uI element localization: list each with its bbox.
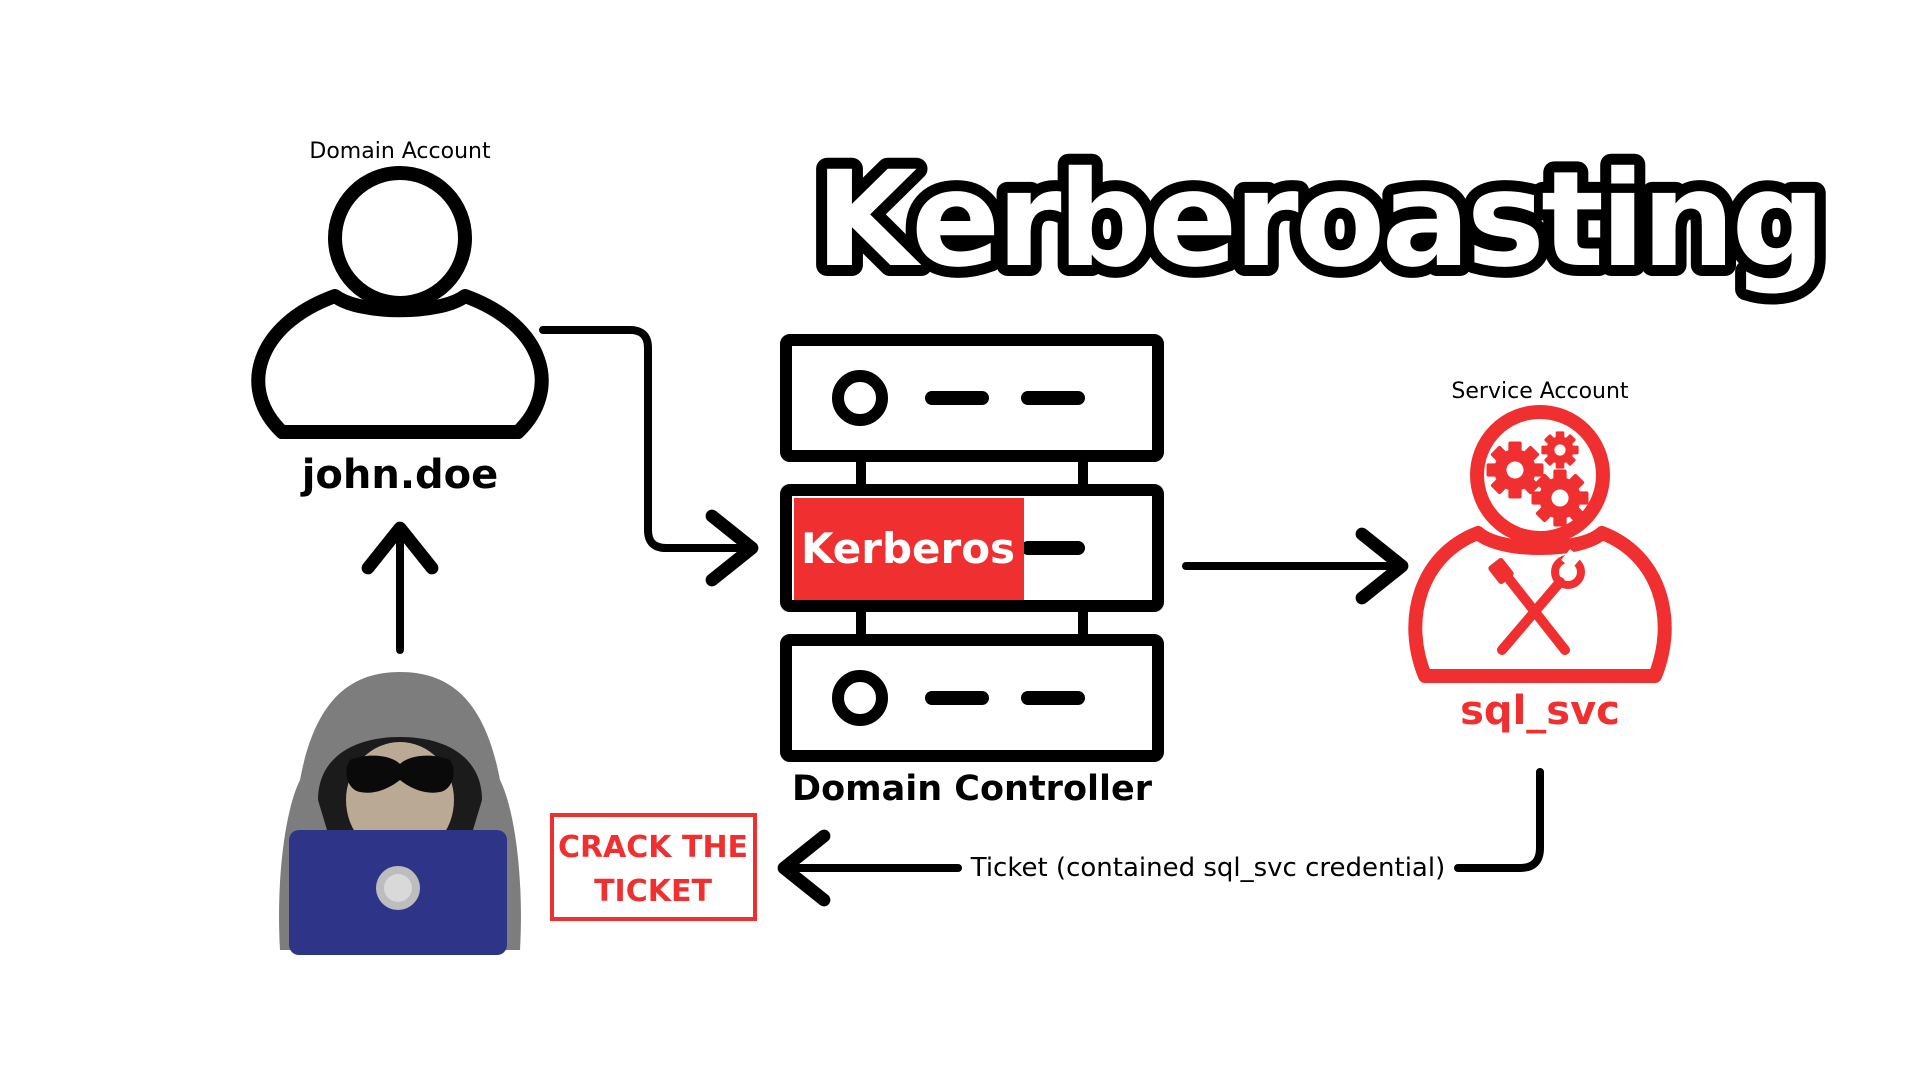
kerberos-label: Kerberos [801,524,1015,573]
crack-ticket-line1: CRACK THE [558,830,748,865]
service-account-gears-tools-icon [1408,405,1672,683]
page-title: Kerberoasting [815,143,1822,297]
service-account-caption: Service Account [1451,379,1629,404]
domain-controller-label: Domain Controller [792,769,1153,809]
arrow-user-to-dc [539,326,759,587]
domain-account-caption: Domain Account [309,139,491,164]
crack-ticket-line2: TICKET [594,874,712,909]
crack-ticket-box [550,813,757,921]
user-name-label: john.doe [300,452,499,498]
kerberos-module [794,498,1024,600]
person-icon [251,166,549,439]
ticket-label: Ticket (contained sql_svc credential) [970,853,1445,883]
arrow-ticket-return [1454,768,1544,872]
service-account-name-label: sql_svc [1460,688,1620,734]
hooded-hacker-laptop-icon [279,672,521,955]
